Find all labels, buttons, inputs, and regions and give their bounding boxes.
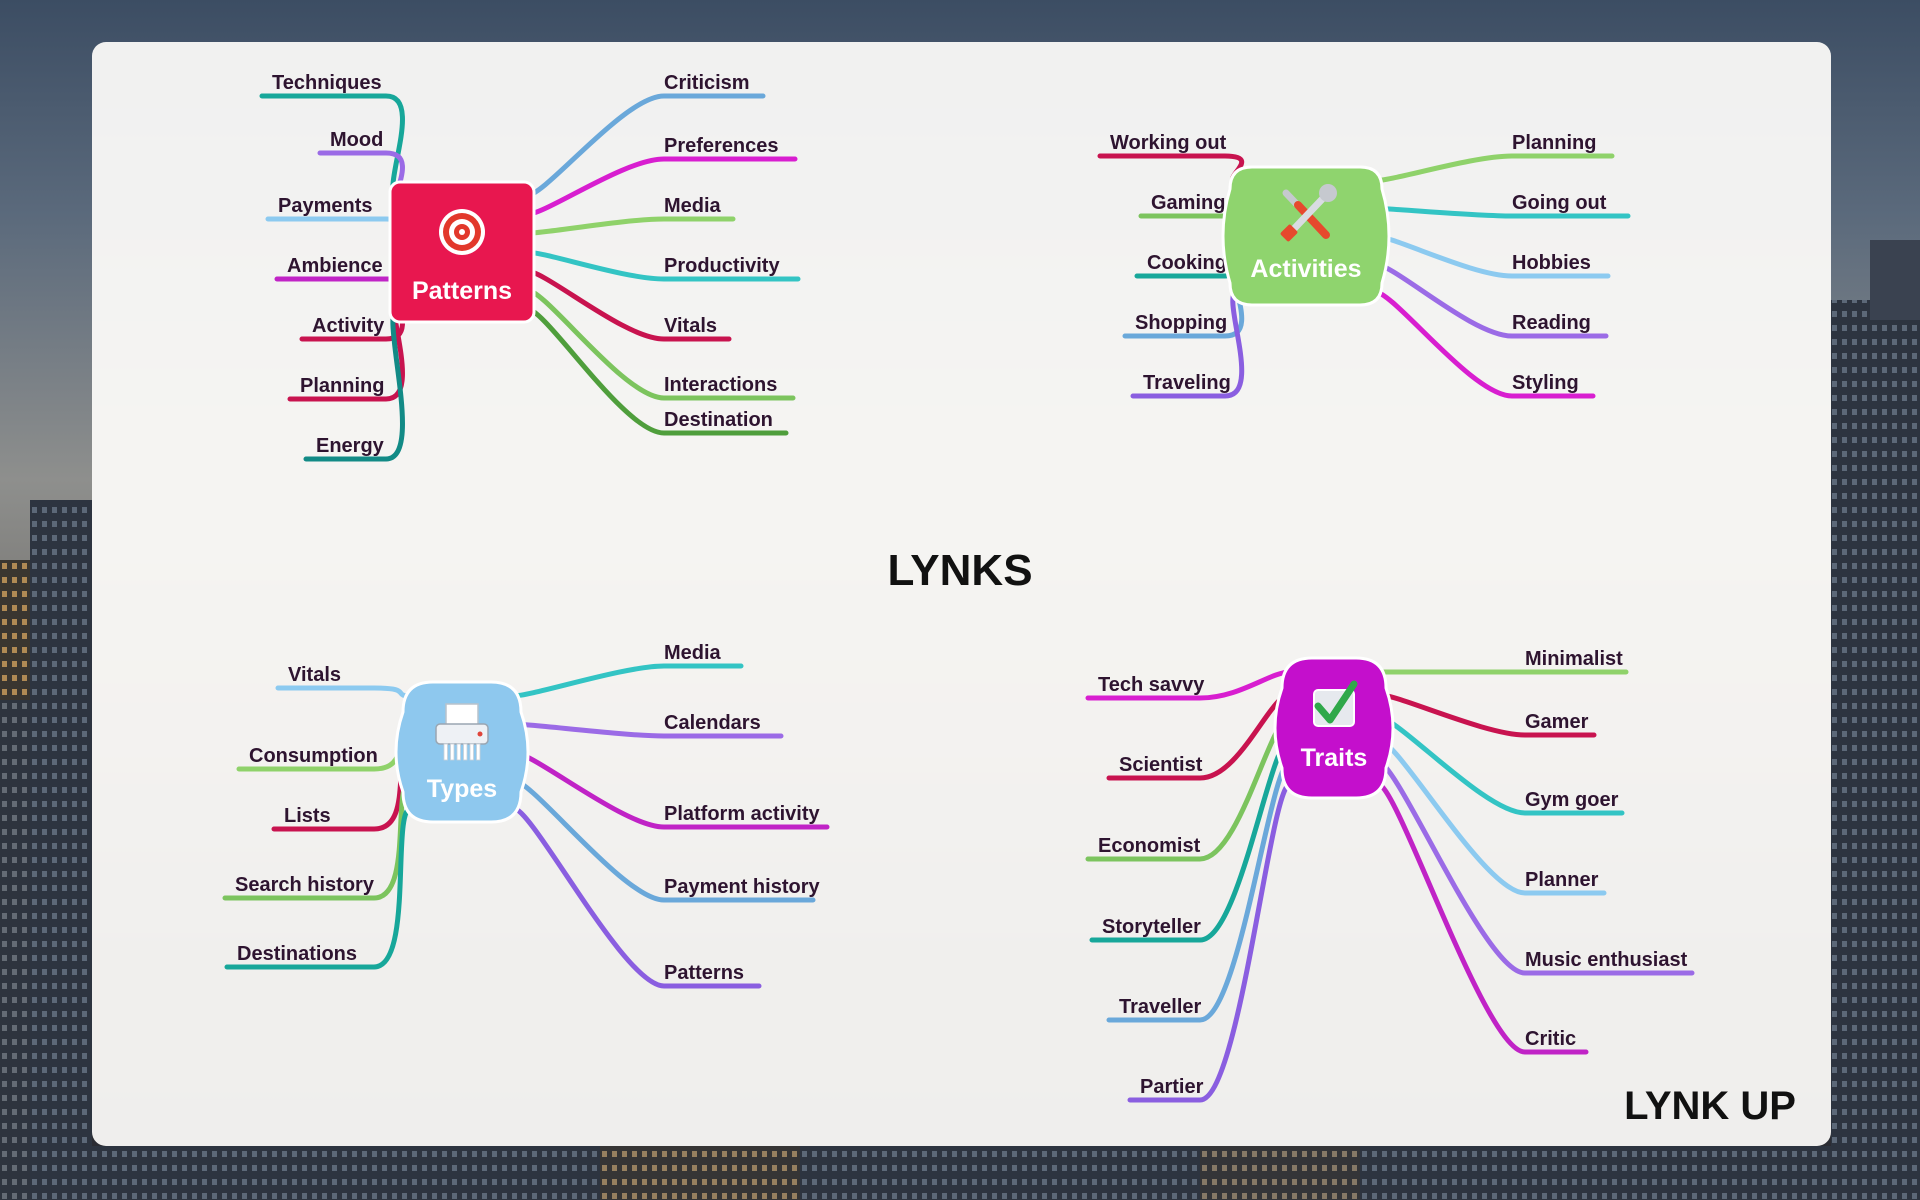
- patterns-branch-label[interactable]: Criticism: [664, 72, 750, 94]
- patterns-right-branch-line: [523, 268, 732, 342]
- tools-icon: [1280, 184, 1337, 242]
- patterns-branch-label[interactable]: Preferences: [664, 135, 779, 157]
- traits-branch-label[interactable]: Music enthusiast: [1525, 949, 1688, 971]
- types-branch-label[interactable]: Consumption: [249, 745, 378, 767]
- patterns-right-branch-line: [523, 305, 789, 436]
- types-branch-label[interactable]: Media: [664, 642, 722, 664]
- patterns-right-branch-line: [523, 249, 801, 282]
- activities-right-branch-line: [1371, 288, 1596, 399]
- types-hub-label: Types: [427, 775, 497, 803]
- traits-branch-label[interactable]: Scientist: [1119, 754, 1203, 776]
- traits-branch-label[interactable]: Critic: [1525, 1028, 1576, 1050]
- patterns-right-branch-line: [523, 286, 796, 401]
- traits-cluster: Tech savvyScientistEconomistStorytellerT…: [1085, 648, 1695, 1103]
- patterns-right-branch-line: [523, 156, 798, 218]
- types-branch-label[interactable]: Calendars: [664, 712, 761, 734]
- traits-branch-label[interactable]: Planner: [1525, 869, 1599, 891]
- activities-cluster: Working outGamingCookingShoppingTravelin…: [1097, 132, 1631, 399]
- checkbox-icon: [1313, 680, 1358, 727]
- patterns-branch-label[interactable]: Interactions: [664, 374, 777, 396]
- patterns-right-branch-line: [523, 93, 766, 199]
- traits-branch-label[interactable]: Traveller: [1119, 996, 1202, 1018]
- traits-hub-label: Traits: [1301, 744, 1368, 772]
- patterns-branch-label[interactable]: Techniques: [272, 72, 382, 94]
- traits-right-branch-line: [1375, 781, 1589, 1055]
- activities-branch-label[interactable]: Gaming: [1151, 192, 1225, 214]
- activities-branch-label[interactable]: Traveling: [1143, 372, 1231, 394]
- types-left-branch-line: [224, 805, 414, 970]
- patterns-branch-label[interactable]: Vitals: [664, 315, 717, 337]
- types-hub-node[interactable]: Types: [394, 680, 530, 824]
- activities-left-branch-line: [1097, 153, 1245, 184]
- patterns-branch-label[interactable]: Activity: [312, 315, 385, 337]
- types-right-branch-line: [510, 663, 744, 699]
- types-left-branch-line: [275, 685, 414, 699]
- patterns-branch-label[interactable]: Ambience: [287, 255, 383, 277]
- types-branch-label[interactable]: Patterns: [664, 962, 744, 984]
- patterns-branch-label[interactable]: Energy: [316, 435, 385, 457]
- patterns-cluster: TechniquesMoodPaymentsAmbienceActivityPl…: [259, 72, 801, 462]
- traits-branch-label[interactable]: Tech savvy: [1098, 674, 1205, 696]
- traits-branch-label[interactable]: Gamer: [1525, 711, 1589, 733]
- patterns-left-branch-line: [265, 216, 405, 236]
- page-title: LYNKS: [887, 546, 1033, 595]
- types-branch-label[interactable]: Platform activity: [664, 803, 820, 825]
- types-branch-label[interactable]: Search history: [235, 874, 375, 896]
- types-branch-label[interactable]: Vitals: [288, 664, 341, 686]
- traits-left-branch-line: [1127, 781, 1293, 1103]
- patterns-branch-label[interactable]: Productivity: [664, 255, 780, 277]
- brand-logo: LYNK UP: [1624, 1084, 1796, 1128]
- activities-hub-node[interactable]: Activities: [1221, 165, 1391, 307]
- activities-branch-label[interactable]: Going out: [1512, 192, 1607, 214]
- activities-hub-label: Activities: [1250, 255, 1361, 283]
- shredder-icon: [435, 703, 489, 761]
- activities-branch-label[interactable]: Shopping: [1135, 312, 1227, 334]
- patterns-branch-label[interactable]: Payments: [278, 195, 373, 217]
- traits-branch-label[interactable]: Gym goer: [1525, 789, 1619, 811]
- traits-hub-node[interactable]: Traits: [1273, 656, 1395, 800]
- activities-branch-label[interactable]: Reading: [1512, 312, 1591, 334]
- activities-branch-label[interactable]: Cooking: [1147, 252, 1227, 274]
- traits-left-branch-line: [1085, 669, 1293, 701]
- activities-branch-label[interactable]: Hobbies: [1512, 252, 1591, 274]
- activities-branch-label[interactable]: Styling: [1512, 372, 1579, 394]
- patterns-branch-label[interactable]: Mood: [330, 129, 383, 151]
- traits-branch-label[interactable]: Storyteller: [1102, 916, 1201, 938]
- types-right-branch-line: [510, 805, 762, 989]
- activities-right-branch-line: [1371, 153, 1615, 184]
- traits-right-branch-line: [1375, 759, 1695, 976]
- types-branch-label[interactable]: Payment history: [664, 876, 820, 898]
- patterns-hub-label: Patterns: [412, 277, 512, 305]
- activities-branch-label[interactable]: Working out: [1110, 132, 1227, 154]
- types-branch-label[interactable]: Lists: [284, 805, 331, 827]
- patterns-branch-label[interactable]: Media: [664, 195, 722, 217]
- patterns-hub-node[interactable]: Patterns: [388, 180, 536, 324]
- traits-branch-label[interactable]: Partier: [1140, 1076, 1204, 1098]
- traits-branch-label[interactable]: Economist: [1098, 835, 1201, 857]
- types-branch-label[interactable]: Destinations: [237, 943, 357, 965]
- patterns-branch-label[interactable]: Planning: [300, 375, 384, 397]
- traits-branch-label[interactable]: Minimalist: [1525, 648, 1623, 670]
- activities-branch-label[interactable]: Planning: [1512, 132, 1596, 154]
- patterns-right-branch-line: [523, 216, 736, 236]
- patterns-branch-label[interactable]: Destination: [664, 409, 773, 431]
